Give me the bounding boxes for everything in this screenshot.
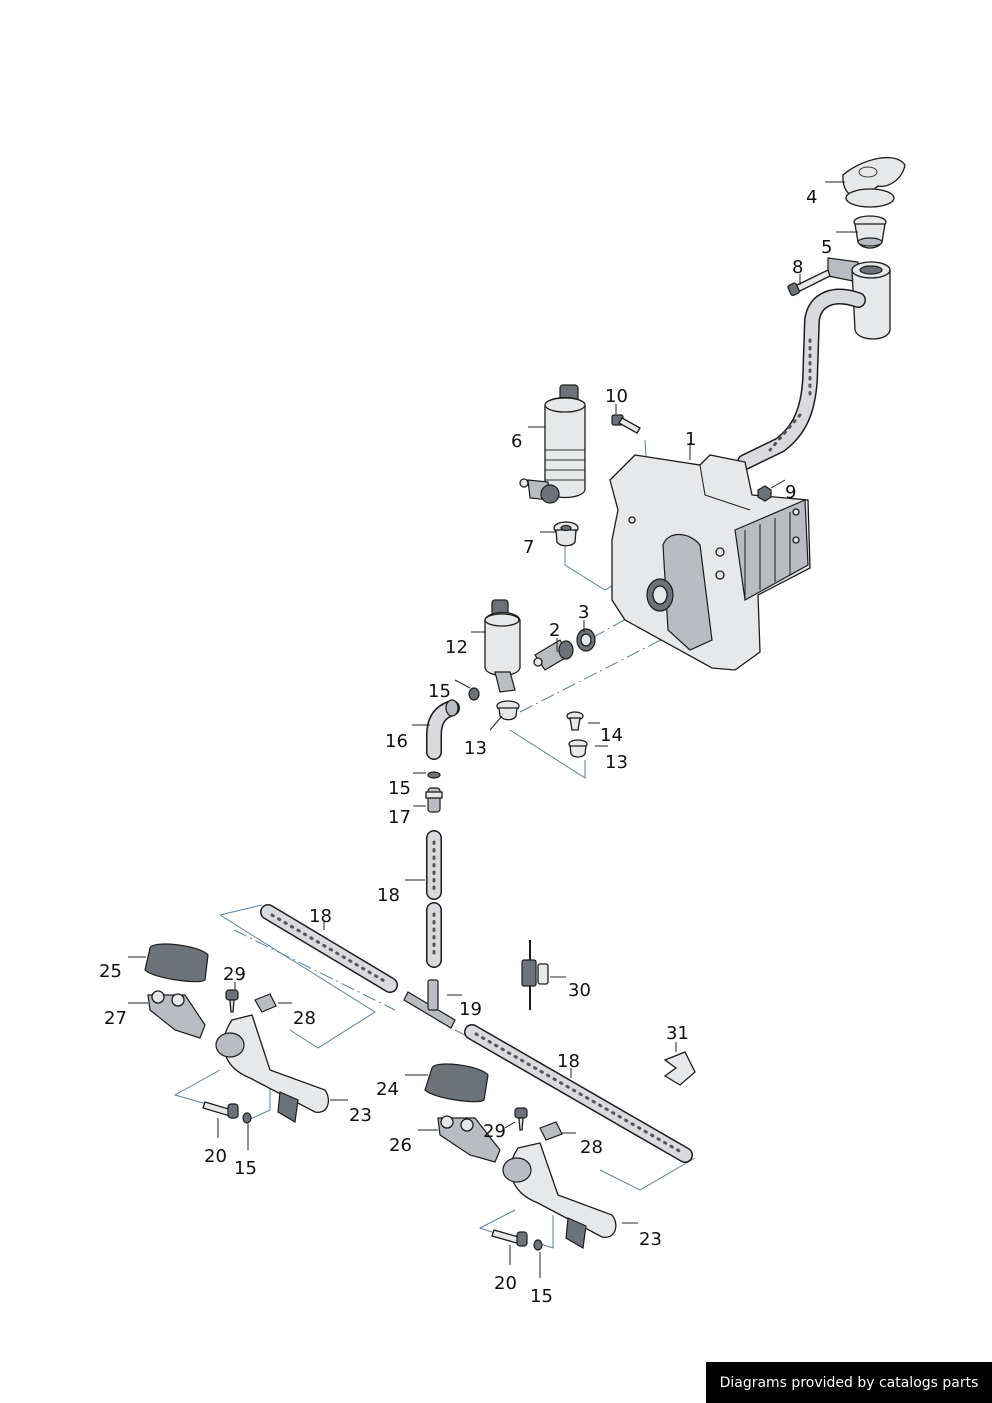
callout-19: 19	[459, 999, 482, 1020]
callout-20-left: 20	[204, 1146, 227, 1167]
part-18-hose-left	[260, 904, 398, 993]
part-30-cable-clip	[521, 940, 549, 1010]
callout-18-left: 18	[309, 906, 332, 927]
callout-15-left: 15	[234, 1158, 257, 1179]
callout-12: 12	[445, 637, 468, 658]
callout-4: 4	[806, 187, 817, 208]
part-13-grommet-upper	[496, 700, 520, 721]
callout-23-right: 23	[639, 1229, 662, 1250]
callout-13-upper: 13	[464, 738, 487, 759]
callout-17: 17	[388, 807, 411, 828]
callout-13-lower: 13	[605, 752, 628, 773]
callout-23-left: 23	[349, 1105, 372, 1126]
part-27-nozzle-left	[147, 990, 206, 1039]
part-8-bolt	[787, 269, 831, 297]
callout-10: 10	[605, 386, 628, 407]
callout-29-right: 29	[483, 1121, 506, 1142]
callout-5: 5	[821, 237, 832, 258]
callout-20-right: 20	[494, 1273, 517, 1294]
part-20-bolt-right	[491, 1229, 528, 1247]
callout-26: 26	[389, 1135, 412, 1156]
callout-18-vertical: 18	[377, 885, 400, 906]
callout-1: 1	[685, 429, 696, 450]
callout-14: 14	[600, 725, 623, 746]
callout-25: 25	[99, 961, 122, 982]
part-10-bolt	[611, 414, 641, 434]
part-28-clip-nut-left	[254, 993, 277, 1013]
callout-labels: 1 2 3 4 5 6 7 8 9 10 12 13 13 14 15 15 1…	[99, 187, 832, 1307]
credit-banner: Diagrams provided by catalogs parts	[706, 1362, 992, 1403]
part-15-seal-ring-upper	[468, 687, 480, 701]
credit-text: Diagrams provided by catalogs parts	[719, 1374, 979, 1391]
part-16-elbow-connector	[426, 699, 460, 760]
callout-15-right: 15	[530, 1286, 553, 1307]
part-28-clip-nut-right	[539, 1121, 563, 1141]
part-20-bolt-left	[202, 1101, 239, 1119]
part-15-seal-ring-right	[533, 1239, 543, 1251]
part-13-grommet-lower	[568, 739, 588, 758]
callout-7: 7	[523, 537, 534, 558]
part-26-nozzle-right	[437, 1115, 501, 1163]
callout-31: 31	[666, 1023, 689, 1044]
part-17-connector	[425, 787, 443, 813]
callout-27: 27	[104, 1008, 127, 1029]
part-6-washer-pump	[519, 384, 586, 504]
part-24-cover-cap-right	[424, 1063, 489, 1103]
part-29-screw-left	[225, 989, 239, 1013]
part-14-plug	[566, 711, 584, 731]
callout-28-left: 28	[293, 1008, 316, 1029]
callout-15-middle: 15	[388, 778, 411, 799]
part-23-nozzle-holder-left	[215, 1014, 329, 1123]
part-15-seal-ring-middle	[427, 771, 441, 779]
callout-30: 30	[568, 980, 591, 1001]
callout-6: 6	[511, 431, 522, 452]
callout-18-right: 18	[557, 1051, 580, 1072]
part-1-washer-reservoir	[609, 454, 811, 671]
callout-15-upper: 15	[428, 681, 451, 702]
callout-8: 8	[792, 257, 803, 278]
part-25-cover-cap-left	[144, 943, 209, 983]
part-23-nozzle-holder-right	[502, 1142, 617, 1249]
part-9-nut	[757, 485, 772, 502]
callout-24: 24	[376, 1079, 399, 1100]
part-18-hose-right	[464, 1024, 693, 1163]
part-5-filler-strainer	[853, 215, 887, 249]
part-29-screw-right	[514, 1107, 528, 1131]
callout-16: 16	[385, 731, 408, 752]
filler-neck-assembly	[737, 257, 891, 470]
part-2-level-sensor	[533, 639, 574, 671]
callout-3: 3	[578, 602, 589, 623]
callout-9: 9	[785, 482, 796, 503]
callout-29-left: 29	[223, 964, 246, 985]
part-31-clip	[663, 1051, 696, 1086]
callout-2: 2	[549, 620, 560, 641]
callout-leaders	[128, 181, 858, 1278]
part-12-washer-pump	[484, 599, 521, 693]
part-4-filler-cap	[842, 156, 906, 208]
part-3-grommet	[576, 628, 596, 652]
callout-28-right: 28	[580, 1137, 603, 1158]
part-15-seal-ring-left	[242, 1112, 252, 1124]
part-7-grommet	[553, 521, 579, 547]
part-19-t-connector	[403, 979, 456, 1029]
